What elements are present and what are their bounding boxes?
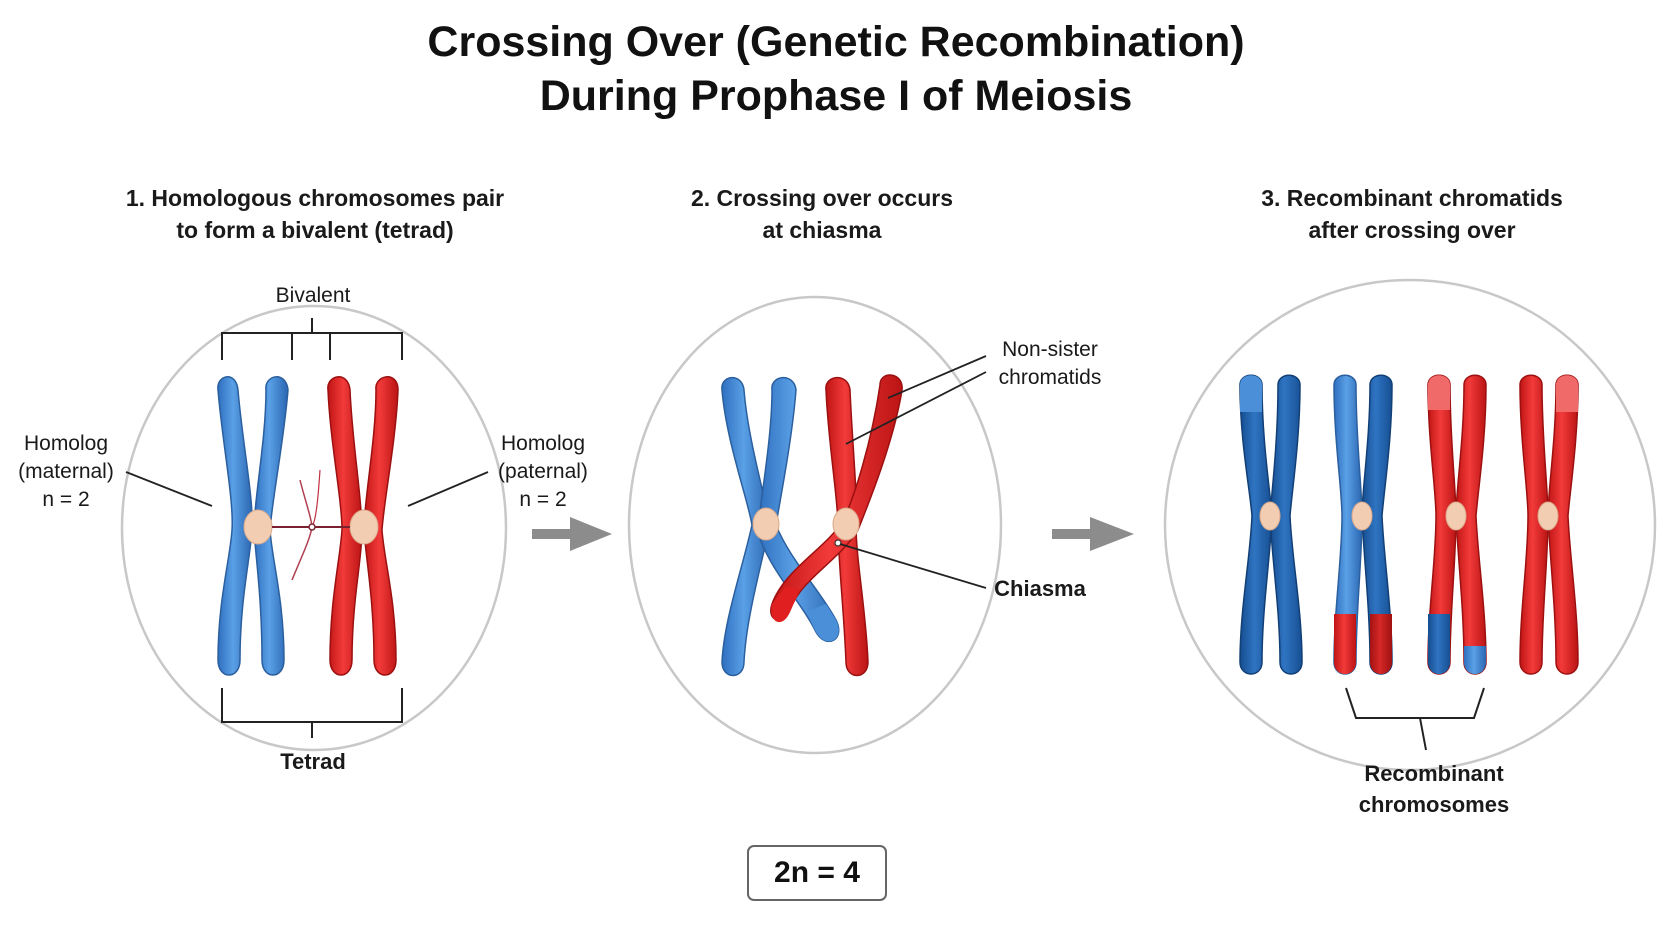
centromere bbox=[349, 509, 379, 545]
panel1-circle bbox=[120, 304, 508, 752]
panel3-circle bbox=[1163, 278, 1657, 772]
nonsister-leader-line-2 bbox=[845, 371, 987, 445]
paternal-homolog bbox=[327, 376, 399, 676]
step3-heading-line-1: 3. Recombinant chromatids bbox=[1261, 185, 1563, 211]
paternal-label-line-3: n = 2 bbox=[519, 488, 566, 511]
centromere bbox=[1445, 501, 1467, 531]
step1-heading-line-2: to form a bivalent (tetrad) bbox=[176, 217, 453, 243]
maternal-label-line-3: n = 2 bbox=[42, 488, 89, 511]
chiasma-label: Chiasma bbox=[994, 576, 1086, 601]
panel3-recombinant-chromatids bbox=[1239, 374, 1579, 675]
nonsister-label-line-2: chromatids bbox=[999, 366, 1102, 389]
step2-heading-line-2: at chiasma bbox=[763, 217, 882, 243]
centromere bbox=[832, 507, 860, 541]
right-arrow-icon bbox=[532, 517, 612, 551]
tetrad-label: Tetrad bbox=[280, 749, 346, 774]
recombinant-label-line-2: chromosomes bbox=[1359, 792, 1509, 817]
paternal-label-line-2: (paternal) bbox=[498, 460, 588, 483]
maternal-homolog bbox=[217, 376, 289, 676]
chiasma-point bbox=[834, 539, 842, 547]
maternal-label-line-2: (maternal) bbox=[18, 460, 114, 483]
chiasma-leader-line bbox=[839, 543, 987, 589]
title-line-2: During Prophase I of Meiosis bbox=[540, 72, 1133, 120]
panel2-crossing-over bbox=[721, 374, 903, 677]
step2-heading-line-1: 2. Crossing over occurs bbox=[691, 185, 953, 211]
nonsister-label-line-1: Non-sister bbox=[1002, 338, 1098, 361]
panel1-bivalent bbox=[217, 376, 399, 676]
right-arrow-icon bbox=[1052, 517, 1134, 551]
centromere bbox=[1537, 501, 1559, 531]
chromatid-pair-4 bbox=[1519, 374, 1579, 675]
maternal-leader-line bbox=[125, 471, 213, 507]
tetrad-bracket bbox=[221, 688, 403, 738]
recombinant-bracket bbox=[1345, 687, 1485, 751]
paternal-leader-line bbox=[407, 471, 489, 507]
centromere bbox=[1259, 501, 1281, 531]
recombinant-label-line-1: Recombinant bbox=[1364, 761, 1504, 786]
chromatid-pair-2 bbox=[1333, 374, 1393, 675]
bivalent-bracket bbox=[221, 318, 403, 360]
chromatid-pair-3 bbox=[1427, 374, 1487, 675]
centromere bbox=[1351, 501, 1373, 531]
nonsister-leader-line-1 bbox=[887, 355, 987, 399]
bivalent-label: Bivalent bbox=[276, 284, 351, 307]
panel2-circle bbox=[627, 295, 1003, 755]
centromere bbox=[243, 509, 273, 545]
centromere bbox=[752, 507, 780, 541]
step1-heading-line-1: 1. Homologous chromosomes pair bbox=[126, 185, 504, 211]
chromatid-pair-1 bbox=[1239, 374, 1303, 675]
paternal-label-line-1: Homolog bbox=[501, 432, 585, 455]
title-line-1: Crossing Over (Genetic Recombination) bbox=[427, 18, 1244, 66]
maternal-label-line-1: Homolog bbox=[24, 432, 108, 455]
step3-heading-line-2: after crossing over bbox=[1308, 217, 1515, 243]
chromosome-number-box: 2n = 4 bbox=[747, 845, 887, 901]
